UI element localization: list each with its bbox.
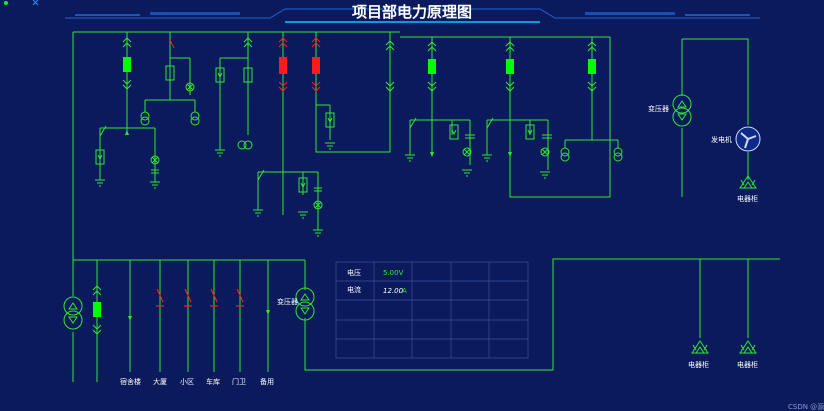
switch-icon[interactable] <box>184 288 192 307</box>
ground-icon <box>313 229 323 237</box>
readings-table <box>335 261 529 359</box>
breaker-open[interactable] <box>312 57 320 74</box>
ground-icon <box>462 169 472 177</box>
ground-icon <box>253 209 263 217</box>
lamps <box>150 82 550 210</box>
lamp-icon <box>150 155 160 165</box>
feeder-label: 小区 <box>180 377 194 386</box>
ground-icon <box>150 181 160 189</box>
chevron-down-icon <box>311 37 321 92</box>
breaker-closed[interactable] <box>93 302 101 317</box>
cabinet-icon <box>739 175 757 189</box>
reading-value: 12.00 <box>383 287 404 295</box>
cabinet-icon <box>739 340 757 354</box>
chevron-down-icon <box>92 285 102 335</box>
ground-icon <box>325 142 335 150</box>
chevron-down-icon <box>587 41 597 92</box>
small-transformers <box>140 111 623 162</box>
watermark: CSDN @源 <box>788 402 824 411</box>
reading-label: 电压 <box>347 268 361 277</box>
ground-icon <box>298 211 308 219</box>
lamp-icon <box>540 147 550 157</box>
breaker-closed[interactable] <box>506 59 514 74</box>
feeder-label: 门卫 <box>232 377 246 386</box>
transformer-label: 变压器 <box>648 104 669 113</box>
cabinet-label: 电器柜 <box>737 194 758 203</box>
feeder-label: 宿舍楼 <box>120 377 141 386</box>
wiring-bottom <box>72 258 780 382</box>
transformer-icon <box>63 296 83 330</box>
transformer-icon <box>672 94 692 127</box>
reading-label: 电流 <box>347 285 361 294</box>
breaker-closed[interactable] <box>123 57 131 72</box>
chevron-markers <box>92 37 597 335</box>
capacitors <box>151 134 552 192</box>
feeder-label: 大厦 <box>153 377 167 386</box>
header-frame <box>65 8 760 23</box>
cabinet-label: 电器柜 <box>737 360 758 369</box>
switch-icon[interactable] <box>236 288 244 307</box>
chevron-down-icon <box>278 37 288 92</box>
breakers-open <box>279 57 320 74</box>
switch-icon[interactable] <box>156 288 164 307</box>
switch-icon[interactable] <box>210 288 218 307</box>
breaker-closed[interactable] <box>428 59 436 74</box>
grounds <box>95 142 550 237</box>
reading-value: 5.00V <box>383 269 404 277</box>
ground-icon <box>95 179 105 187</box>
generator-icon <box>735 126 761 152</box>
status-dot-icon <box>4 1 8 5</box>
chevron-down-icon <box>427 41 437 92</box>
chevron-down-icon <box>243 37 253 48</box>
chevron-down-icon <box>122 37 132 90</box>
cabinet-symbols <box>691 175 757 354</box>
breaker-open[interactable] <box>279 57 287 74</box>
breaker-closed[interactable] <box>588 59 596 74</box>
chevron-down-icon <box>505 41 515 92</box>
feeder-label: 备用 <box>260 377 274 386</box>
bottom-switches <box>156 288 244 307</box>
lamp-icon <box>185 82 195 92</box>
page-title: 项目部电力原理图 <box>352 3 472 21</box>
devices <box>95 65 535 193</box>
expand-icon <box>32 0 39 6</box>
cabinet-label: 电器柜 <box>688 360 709 369</box>
cabinet-icon <box>691 340 709 354</box>
breakers-closed <box>93 57 596 317</box>
ground-icon <box>215 149 225 157</box>
lamp-icon <box>462 147 472 157</box>
ground-icon <box>405 154 415 162</box>
generator-label: 发电机 <box>711 135 732 144</box>
switch-blades <box>99 39 494 181</box>
ground-icon <box>482 154 492 162</box>
lamp-icon <box>313 200 323 210</box>
chevron-down-icon <box>385 40 395 92</box>
reading-unit: A <box>402 287 407 295</box>
corner-icons <box>4 0 39 6</box>
transformer-label: 变压器 <box>277 297 298 306</box>
feeder-label: 车库 <box>206 377 220 386</box>
transformer-icon <box>295 287 315 321</box>
arrowheads <box>125 130 512 321</box>
ground-icon <box>540 171 550 179</box>
